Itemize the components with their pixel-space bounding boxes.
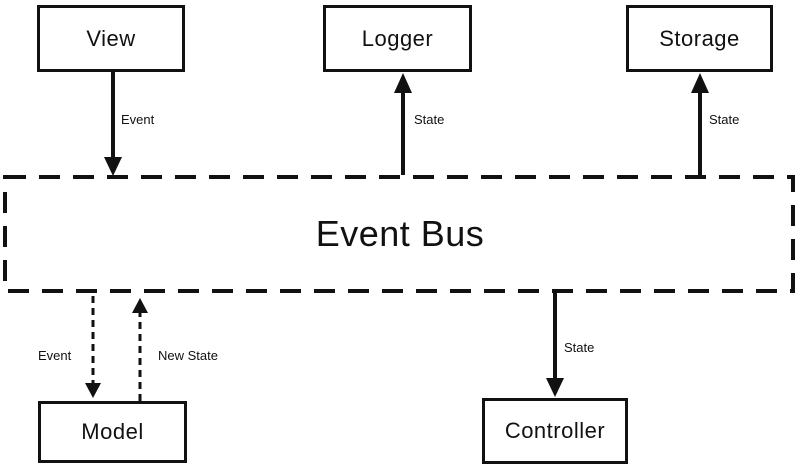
edge-label-view-event: Event: [121, 112, 155, 127]
event-bus-dashed-border: [3, 175, 795, 293]
node-storage: Storage: [626, 5, 773, 72]
edge-model-to-bus-arrowhead-up: [132, 298, 148, 313]
edge-bus-to-model-arrowhead-down: [85, 383, 101, 398]
node-controller: Controller: [482, 398, 628, 464]
edge-bus-to-logger-arrowhead-up: [394, 73, 412, 93]
edge-view-to-bus-arrowhead-down: [104, 157, 122, 176]
node-logger: Logger: [323, 5, 472, 72]
node-controller-label: Controller: [504, 418, 606, 443]
node-model-label: Model: [81, 419, 144, 444]
node-view: View: [37, 5, 185, 72]
edge-label-storage-state: State: [709, 112, 740, 127]
node-logger-label: Logger: [361, 25, 434, 51]
node-model: Model: [38, 401, 187, 463]
edge-bus-to-controller-arrowhead-down: [546, 378, 564, 397]
node-storage-label: Storage: [659, 25, 740, 51]
edge-label-model-new-state: New State: [158, 348, 218, 363]
edge-label-logger-state: State: [414, 112, 445, 127]
node-view-label: View: [86, 25, 136, 51]
edge-bus-to-storage-arrowhead-up: [691, 73, 709, 93]
edge-label-model-event: Event: [38, 348, 72, 363]
edge-label-controller-state: State: [564, 340, 595, 355]
